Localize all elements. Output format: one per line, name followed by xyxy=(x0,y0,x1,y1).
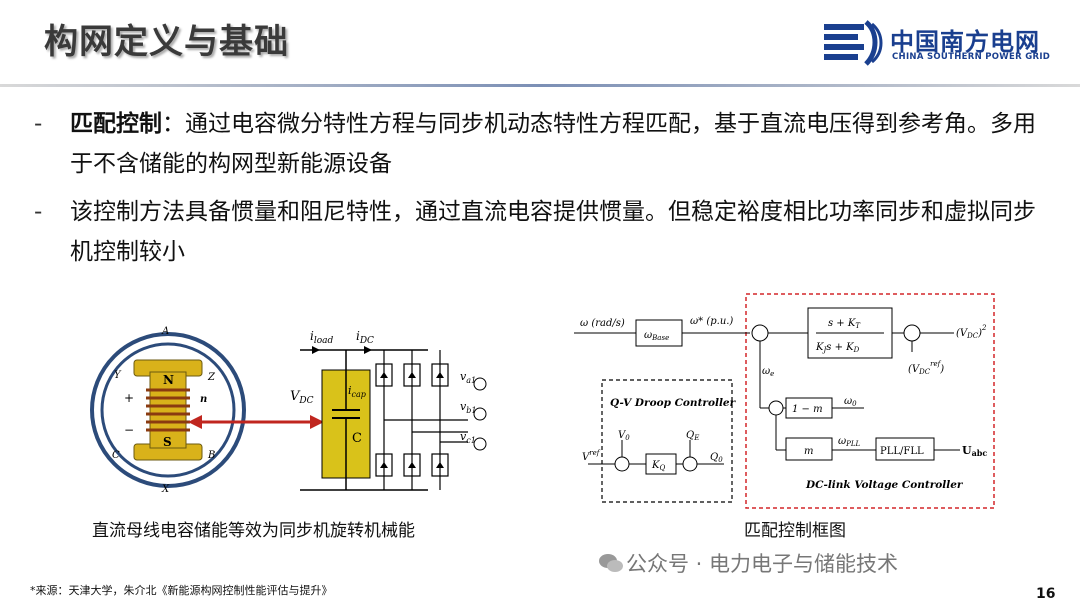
bullet-item: - 匹配控制：通过电容微分特性方程与同步机动态特性方程匹配，基于直流电压得到参考… xyxy=(34,104,1054,184)
omega-base-block: ωBase xyxy=(644,330,669,342)
machine-capacitor-diagram: N S A Z B X C Y n + − iload iDC VDC icap… xyxy=(90,326,487,495)
tf-denominator: KJs + KD xyxy=(815,342,860,354)
idc-label: iDC xyxy=(356,329,374,346)
company-logo: 中国南方电网 CHINA SOUTHERN POWER GRID xyxy=(822,18,1062,72)
bullet-item: - 该控制方法具备惯量和阻尼特性，通过直流电容提供惯量。但稳定裕度相比功率同步和… xyxy=(34,192,1054,272)
omega-pll-label: ωPLL xyxy=(838,436,861,448)
source-note: *来源：天津大学，朱介北《新能源构网控制性能评估与提升》 xyxy=(30,584,333,597)
dc-link-controller-title: DC-link Voltage Controller xyxy=(805,479,964,491)
wechat-icon xyxy=(599,554,623,572)
va-label: va1 xyxy=(460,370,476,385)
uabc-label: Uabc xyxy=(962,444,987,458)
bullet-body: ：通过电容微分特性方程与同步机动态特性方程匹配，基于直流电压得到参考角。多用于不… xyxy=(70,111,1036,177)
iload-label: iload xyxy=(310,329,334,346)
phase-B-label: B xyxy=(207,450,215,461)
omega-rads-label: ω (rad/s) xyxy=(580,318,625,329)
vref-squared-label: (VDCref) xyxy=(908,360,944,376)
tf-numerator: s + KT xyxy=(828,318,861,330)
bullet-body: 该控制方法具备惯量和阻尼特性，通过直流电容提供惯量。但稳定裕度相比功率同步和虚拟… xyxy=(70,199,1036,265)
kq-block: KQ xyxy=(651,460,665,472)
logo-english-name: CHINA SOUTHERN POWER GRID xyxy=(892,52,1051,62)
bullet-dash: - xyxy=(34,111,43,137)
bullet-text: 匹配控制：通过电容微分特性方程与同步机动态特性方程匹配，基于直流电压得到参考角。… xyxy=(70,104,1054,184)
phase-X-label: X xyxy=(161,484,170,495)
minus-sign: − xyxy=(124,423,134,437)
qe-label: QE xyxy=(686,430,699,442)
page-number: 16 xyxy=(1036,586,1056,602)
omega-e-label: ωe xyxy=(762,366,774,378)
page-title: 构网定义与基础 xyxy=(44,22,289,62)
q0-label: Q0 xyxy=(710,452,723,464)
matching-control-block-diagram: ω (rad/s) ω* (p.u.) ωBase s + KT KJs + K… xyxy=(574,293,995,509)
bullet-bold-term: 匹配控制 xyxy=(70,111,162,137)
vdc-squared-label: (VDC)2 xyxy=(956,324,987,340)
phase-C-label: C xyxy=(112,450,120,461)
m-block: m xyxy=(804,446,813,457)
v0-label: V0 xyxy=(618,430,630,442)
bullet-text: 该控制方法具备惯量和阻尼特性，通过直流电容提供惯量。但稳定裕度相比功率同步和虚拟… xyxy=(70,192,1054,272)
phase-Z-label: Z xyxy=(207,372,216,383)
logo-chinese-name: 中国南方电网 xyxy=(890,28,1040,56)
south-pole-label: S xyxy=(163,435,172,449)
vref-output-label: Vref xyxy=(582,449,601,463)
header-divider xyxy=(0,84,1080,87)
phase-Y-label: Y xyxy=(114,370,122,381)
pll-block: PLL/FLL xyxy=(880,446,924,457)
right-figure-caption: 匹配控制框图 xyxy=(744,521,846,541)
bullet-list: - 匹配控制：通过电容微分特性方程与同步机动态特性方程匹配，基于直流电压得到参考… xyxy=(34,104,1054,280)
icap-label: icap xyxy=(348,384,366,399)
one-minus-m-block: 1 − m xyxy=(792,404,823,415)
qv-droop-title: Q-V Droop Controller xyxy=(610,397,737,409)
csg-logo-icon xyxy=(824,20,883,66)
watermark-text: 公众号 · 电力电子与储能技术 xyxy=(626,552,899,576)
omega-pu-label: ω* (p.u.) xyxy=(690,316,733,327)
plus-sign: + xyxy=(124,391,134,405)
bullet-dash: - xyxy=(34,199,43,225)
speed-label: n xyxy=(200,394,207,405)
vdc-label: VDC xyxy=(290,389,314,406)
vc-label: vc1 xyxy=(460,430,476,445)
vb-label: vb1 xyxy=(460,400,476,415)
north-pole-label: N xyxy=(163,373,174,387)
omega0-label: ω0 xyxy=(844,396,857,408)
capacitor-label: C xyxy=(352,431,362,446)
left-figure-caption: 直流母线电容储能等效为同步机旋转机械能 xyxy=(92,521,415,541)
phase-A-label: A xyxy=(161,326,169,337)
